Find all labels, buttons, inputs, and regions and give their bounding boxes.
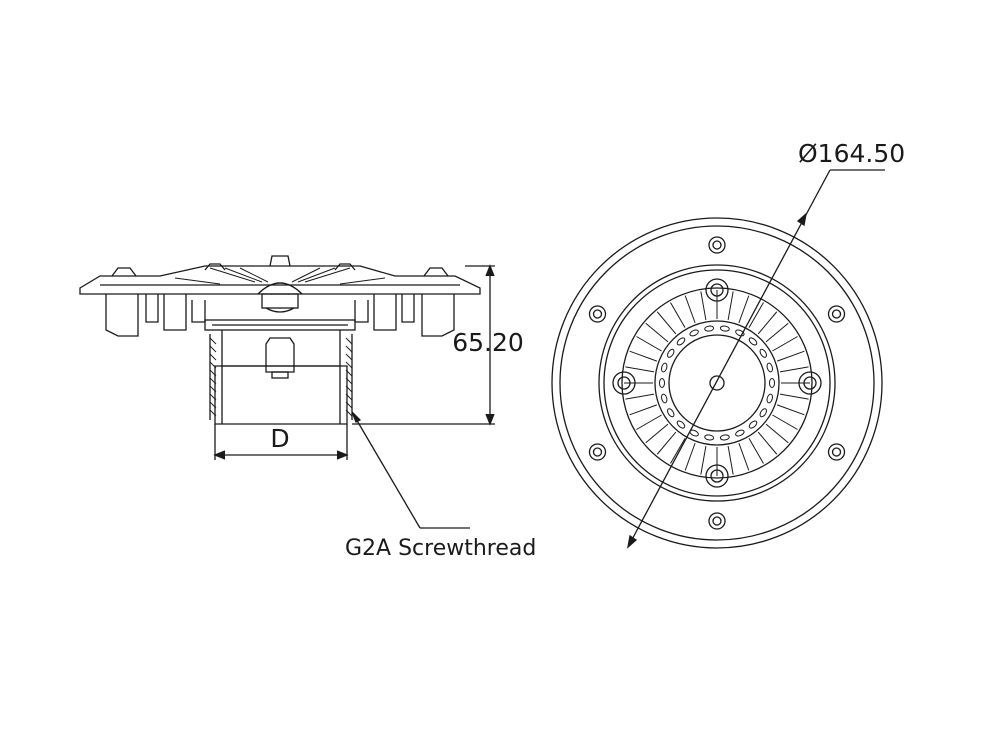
slot [676, 337, 686, 346]
rib-line [700, 445, 707, 475]
rib-line [727, 445, 734, 475]
rib-line [765, 322, 789, 343]
rib-line [636, 414, 662, 430]
height-dimension [352, 264, 495, 426]
bolt-hole [827, 443, 846, 461]
rib-line [738, 442, 750, 471]
rib-line [748, 438, 764, 464]
height-dimension-label: 65.20 [452, 328, 524, 357]
rib-line [684, 442, 696, 471]
rib-line [656, 311, 677, 335]
slot [676, 420, 686, 429]
slot [704, 325, 715, 332]
rib-line [765, 423, 789, 444]
slot [759, 348, 767, 358]
slot [759, 408, 767, 418]
slot [661, 362, 668, 373]
bolt-hole [831, 309, 842, 319]
slot [748, 420, 758, 429]
rib-line [757, 311, 778, 335]
bolt-hole [588, 443, 607, 461]
slot [659, 378, 665, 388]
rib-line [772, 414, 798, 430]
rib-line [625, 366, 655, 373]
slot [735, 329, 745, 337]
slot-ring [659, 325, 775, 441]
rib-line [629, 350, 658, 362]
bolt-hole [592, 309, 603, 319]
slot [704, 434, 715, 441]
thread-callout-label: G2A Screwthread [345, 536, 536, 561]
bolt-hole [827, 305, 846, 323]
thread-callout-leader [351, 411, 470, 529]
rib-line [645, 322, 669, 343]
bolt-hole [708, 236, 726, 254]
slot [667, 408, 675, 418]
diameter-d-dimension [213, 424, 349, 460]
slot [748, 337, 758, 346]
rib-line [757, 431, 778, 455]
rib-line [656, 431, 677, 455]
bolt-hole [712, 516, 722, 526]
rib-line [727, 291, 734, 321]
rib-line [738, 295, 750, 324]
plan-view [551, 217, 883, 549]
slot [766, 393, 773, 404]
bolt-hole [712, 240, 722, 250]
rib-line [636, 336, 662, 352]
bolt-hole [588, 305, 607, 323]
slot [735, 429, 745, 437]
screw-bosses [612, 278, 822, 488]
radial-ribs [624, 290, 810, 476]
rib-line [625, 393, 655, 400]
rib-line [779, 393, 809, 400]
rib-line [645, 423, 669, 444]
slot [719, 325, 730, 332]
side-view [79, 255, 481, 425]
rib-line [700, 291, 707, 321]
bolt-hole [592, 447, 603, 457]
bolt-hole [708, 512, 726, 530]
outer-bolt-holes [588, 236, 846, 530]
rib-line [670, 438, 686, 464]
diameter-leader [627, 169, 885, 549]
rib-line [776, 350, 805, 362]
plan-diameter-label: Ø164.50 [798, 139, 905, 168]
slot [689, 329, 699, 337]
rib-line [748, 302, 764, 328]
slot [769, 378, 775, 388]
slot [719, 434, 730, 441]
diameter-d-label: D [270, 424, 289, 453]
slot [667, 348, 675, 358]
bolt-hole [831, 447, 842, 457]
slot [661, 393, 668, 404]
rib-line [779, 366, 809, 373]
rib-line [776, 404, 805, 416]
rib-line [772, 336, 798, 352]
rib-line [684, 295, 696, 324]
rib-line [629, 404, 658, 416]
slot [766, 362, 773, 373]
rib-line [670, 302, 686, 328]
